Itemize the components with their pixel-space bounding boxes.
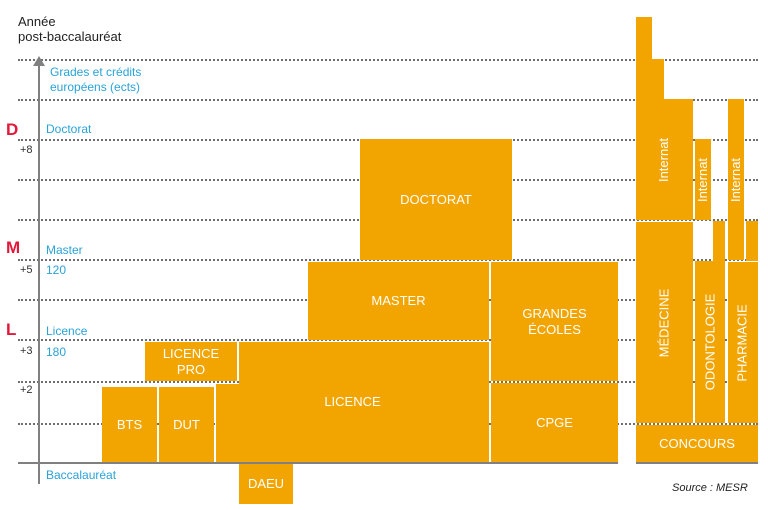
grid-line [18,339,758,341]
axis-title-line2: post-baccalauréat [18,29,122,44]
licence-block: LICENCE [216,384,489,462]
medecine-step-2 [636,59,664,103]
vertical-axis [38,64,40,484]
licence-ects-label: 180 [46,345,67,359]
baccalaureat-label: Baccalauréat [46,468,117,482]
lmd-m-label: M [6,238,21,257]
lmd-d-label: D [6,120,19,139]
grid-line [18,59,758,61]
medecine-step-1 [636,17,652,63]
axis-title: Année post-baccalauréat [18,14,121,44]
master-grade-label: Master [46,243,83,257]
grid-line [18,259,758,261]
daeu-label: DAEU [247,476,285,491]
internat-odontologie-block: Internat [695,139,711,220]
grandes-ecoles-block: GRANDES ÉCOLES [491,262,618,381]
licence-label: LICENCE [324,394,381,409]
odontologie-block: ODONTOLOGIE [695,261,725,423]
master-label: MASTER [371,293,426,308]
internat-pharmacie-block: Internat [728,99,744,260]
tick-plus5: +5 [20,264,33,276]
doctorat-block: DOCTORAT [360,139,512,260]
concours-label: CONCOURS [659,435,735,451]
daeu-block: DAEU [239,464,293,504]
medecine-block: MÉDECINE [636,222,693,423]
licence-pro-block: LICENCE PRO [145,342,237,381]
credits-label-line2: européens (ects) [50,80,141,94]
bts-block: BTS [102,387,157,462]
doctorat-grade-label: Doctorat [46,122,92,136]
tick-plus2: +2 [20,384,33,396]
grandes-ecoles-label-line1: GRANDES [522,305,587,321]
medecine-label: MÉDECINE [656,288,672,357]
pharmacie-step [746,221,758,261]
odontologie-step [713,221,725,261]
concours-block: CONCOURS [636,425,758,462]
internat-medecine-block: Internat [636,99,693,220]
master-ects-label: 120 [46,263,67,277]
cpge-block: CPGE [491,383,618,462]
pharmacie-block: PHARMACIE [728,262,758,423]
credits-label: Grades et crédits européens (ects) [50,65,141,95]
baseline-health [636,462,758,464]
cpge-label: CPGE [536,414,573,430]
internat-pharmacie-label: Internat [728,157,743,202]
internat-odontologie-label: Internat [695,157,710,202]
axis-arrow-icon [33,56,45,66]
licence-pro-label-line2: PRO [176,361,206,377]
pharmacie-label: PHARMACIE [735,303,751,382]
source-label: Source : MESR [672,482,748,494]
tick-plus3: +3 [20,345,33,357]
licence-grade-label: Licence [46,324,88,338]
internat-medecine-label: Internat [656,137,672,182]
master-block: MASTER [308,262,489,340]
doctorat-label: DOCTORAT [400,191,472,207]
dut-block: DUT [159,387,214,462]
credits-label-line1: Grades et crédits [50,65,142,79]
dut-label: DUT [173,416,200,432]
grid-line [18,99,758,101]
axis-title-line1: Année [18,14,56,29]
baseline [18,462,618,464]
grandes-ecoles-label-line2: ÉCOLES [528,321,581,337]
bts-label: BTS [116,416,143,432]
tick-plus8: +8 [20,144,33,156]
licence-pro-label-line1: LICENCE [162,345,220,361]
odontologie-label: ODONTOLOGIE [702,293,717,391]
lmd-l-label: L [6,320,17,339]
